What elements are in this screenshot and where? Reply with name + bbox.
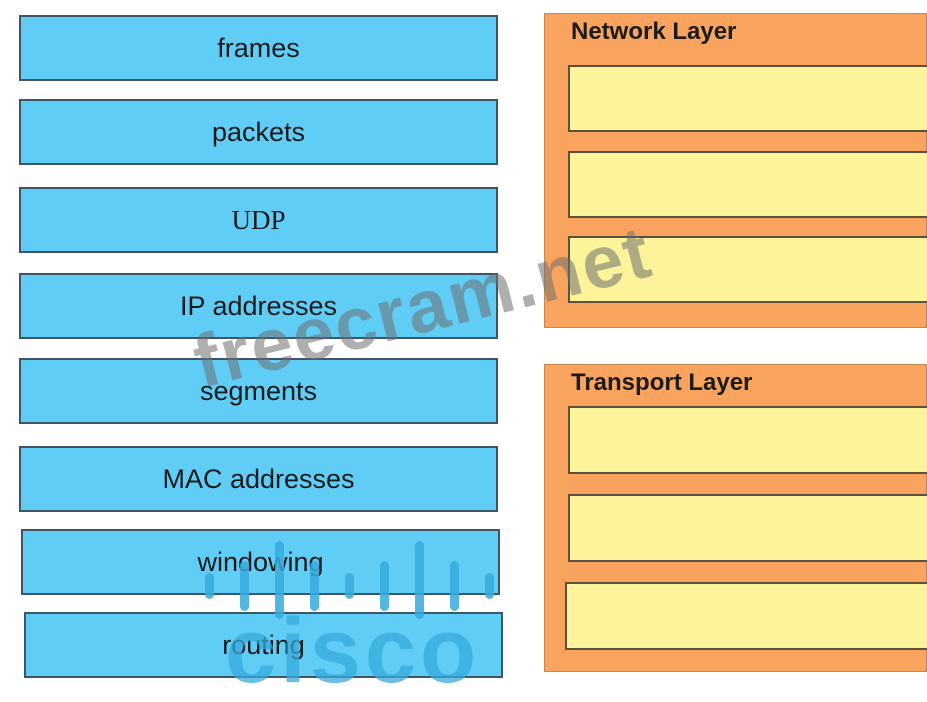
option-frames[interactable]: frames <box>19 15 498 81</box>
option-udp[interactable]: UDP <box>19 187 498 253</box>
option-mac-addresses[interactable]: MAC addresses <box>19 446 498 512</box>
transport-layer-slot[interactable] <box>565 582 927 650</box>
network-layer-panel: Network Layer <box>544 13 927 328</box>
option-routing[interactable]: routing <box>24 612 503 678</box>
option-label: routing <box>222 629 305 660</box>
transport-layer-slot[interactable] <box>568 406 927 474</box>
option-label: packets <box>211 116 306 147</box>
network-layer-title: Network Layer <box>571 18 737 45</box>
option-packets[interactable]: packets <box>19 99 498 165</box>
option-label: UDP <box>231 204 286 235</box>
option-windowing[interactable]: windowing <box>21 529 500 595</box>
option-ip-addresses[interactable]: IP addresses <box>19 273 498 339</box>
option-label: frames <box>217 32 300 63</box>
network-layer-slot[interactable] <box>568 65 927 132</box>
option-label: segments <box>199 375 318 406</box>
option-label: windowing <box>197 546 324 577</box>
transport-layer-title: Transport Layer <box>571 369 753 396</box>
network-layer-slot[interactable] <box>568 151 927 218</box>
option-label: IP addresses <box>179 290 338 321</box>
option-label: MAC addresses <box>162 463 355 494</box>
transport-layer-slot[interactable] <box>568 494 927 562</box>
transport-layer-panel: Transport Layer <box>544 364 927 672</box>
option-segments[interactable]: segments <box>19 358 498 424</box>
network-layer-slot[interactable] <box>568 236 927 303</box>
